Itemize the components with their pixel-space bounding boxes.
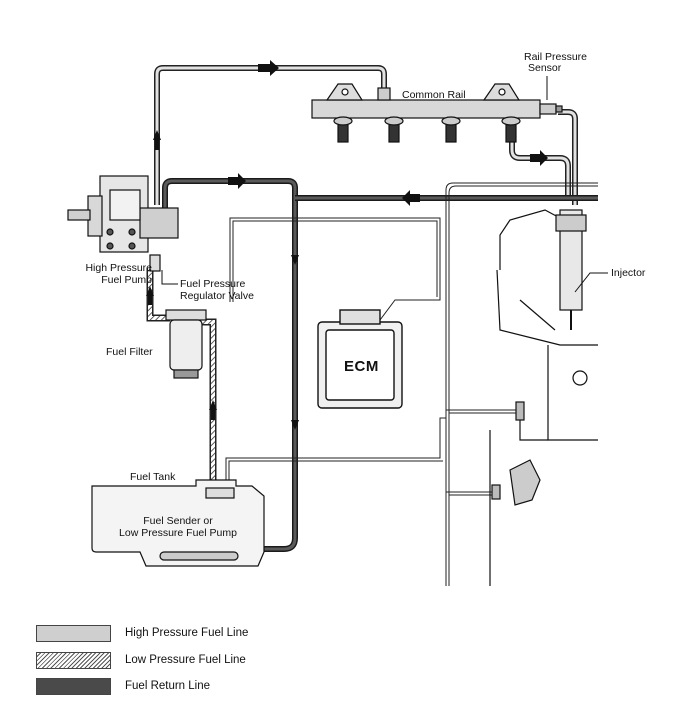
common-rail-label: Common Rail (402, 89, 466, 101)
regulator-valve-label: Fuel Pressure Regulator Valve (180, 278, 254, 302)
fuel-sender-label-line2: Low Pressure Fuel Pump (119, 527, 237, 539)
flow-arrows (146, 60, 548, 430)
rail-pressure-sensor-label-line2: Sensor (528, 62, 562, 74)
ecm-unit (317, 309, 403, 409)
ecm-label: ECM (344, 358, 379, 375)
regulator-valve-label-line1: Fuel Pressure (180, 278, 246, 290)
high-pressure-pump-label-line2: Fuel Pump (101, 274, 152, 286)
fuel-tank-label: Fuel Tank (130, 471, 176, 483)
legend-swatch-return (36, 677, 111, 695)
legend-item-high-pressure: High Pressure Fuel Line (36, 624, 248, 642)
legend-swatch-low-pressure (36, 651, 111, 669)
label-leaders (161, 76, 608, 293)
rail-pressure-sensor-label-line1: Rail Pressure (524, 51, 588, 63)
fuel-sender-label: Fuel Sender or Low Pressure Fuel Pump (96, 515, 260, 539)
high-pressure-pump-label-line1: High Pressure (85, 262, 152, 274)
fuel-filter (165, 309, 207, 379)
injector-label: Injector (611, 267, 646, 279)
legend-item-low-pressure: Low Pressure Fuel Line (36, 651, 246, 669)
wiring-harness (225, 182, 598, 586)
legend-swatch-high-pressure (36, 624, 111, 642)
engine-block (489, 209, 598, 586)
fuel-tank (91, 479, 265, 567)
common-rail (311, 83, 563, 143)
regulator-valve-label-line2: Regulator Valve (180, 290, 254, 302)
fuel-sender-label-line1: Fuel Sender or (143, 515, 213, 527)
legend-label-low-pressure: Low Pressure Fuel Line (125, 654, 246, 666)
legend-item-return: Fuel Return Line (36, 677, 210, 695)
rail-pressure-sensor-label: Rail Pressure Sensor (524, 52, 587, 74)
legend-label-high-pressure: High Pressure Fuel Line (125, 627, 249, 639)
fuel-filter-label: Fuel Filter (106, 346, 153, 358)
sensors (491, 401, 525, 500)
high-pressure-pump (67, 175, 179, 272)
legend-label-return: Fuel Return Line (125, 680, 211, 692)
high-pressure-pump-label: High Pressure Fuel Pump (56, 262, 152, 286)
